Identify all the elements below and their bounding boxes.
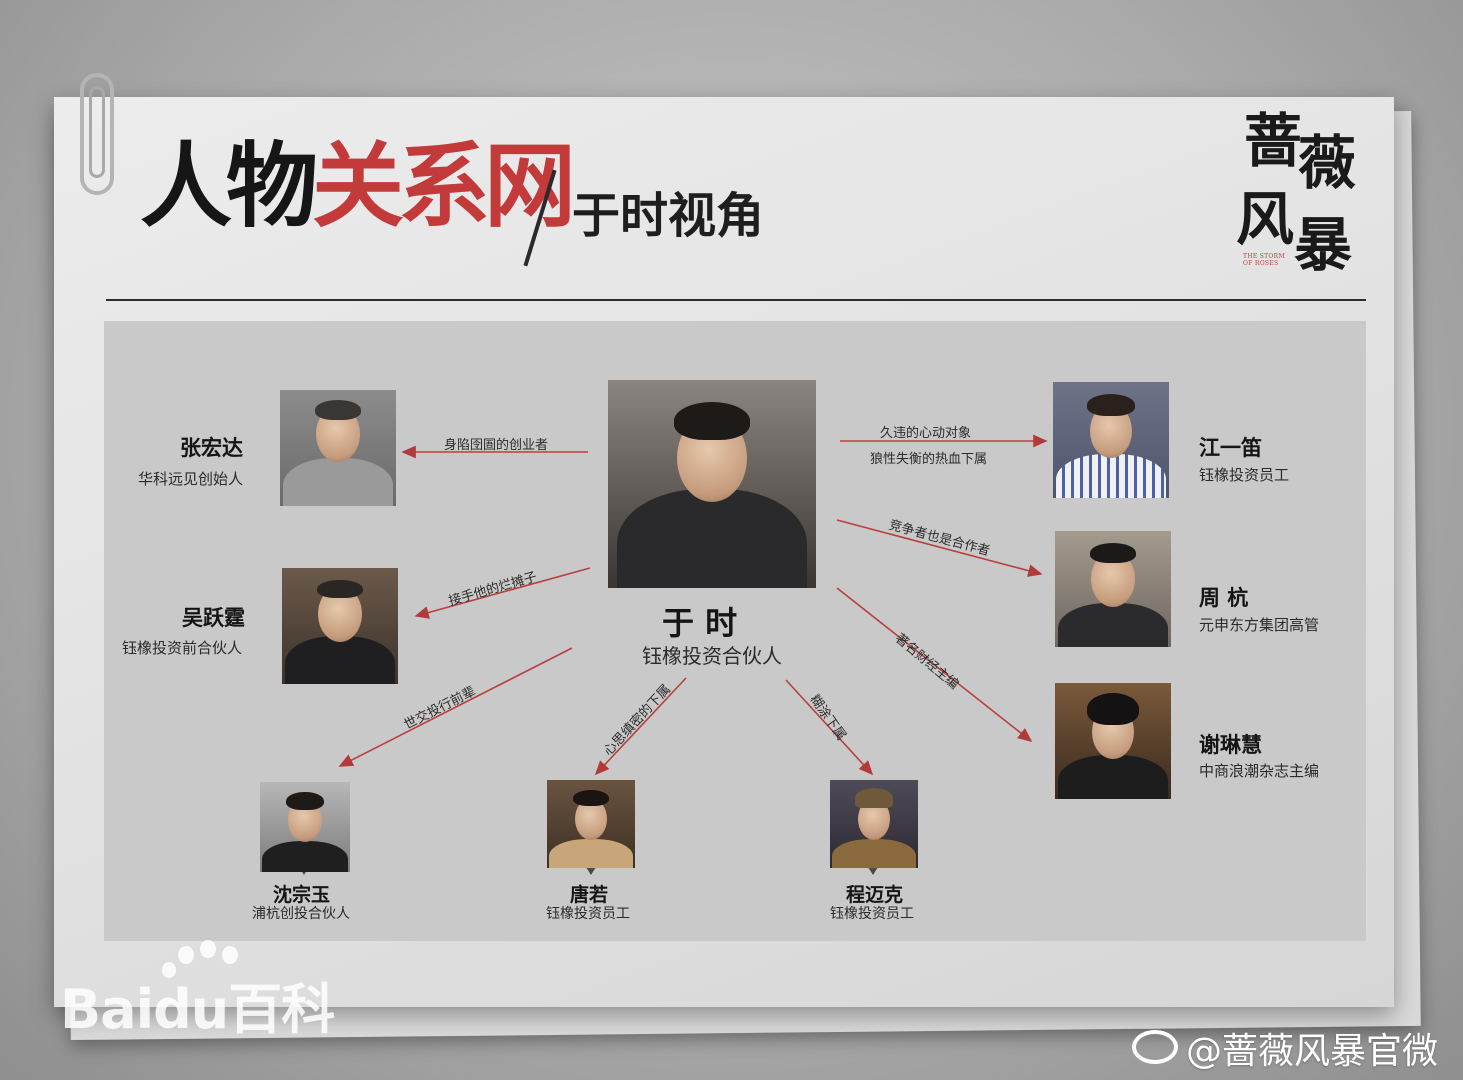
role-zhanghongda: 华科远见创始人 <box>138 468 243 489</box>
center-role: 钰橡投资合伙人 <box>642 640 782 669</box>
weibo-logo-icon <box>1132 1030 1178 1064</box>
relation-zhanghongda: 身陷囹圄的创业者 <box>444 434 548 453</box>
title-rule <box>106 299 1366 301</box>
avatar-yushi <box>608 380 816 588</box>
role-wuyueting: 钰橡投资前合伙人 <box>122 637 242 658</box>
logo-char-2: 薇 <box>1298 134 1356 192</box>
name-zhouhang: 周 杭 <box>1199 582 1248 612</box>
avatar-wuyueting <box>282 568 398 684</box>
show-logo: 蔷 薇 风 暴 THE STORM OF ROSES <box>1236 112 1356 282</box>
baidu-paw-icon <box>178 946 194 964</box>
avatar-jiangyidi <box>1053 382 1169 498</box>
avatar-shenzongyu <box>260 782 350 872</box>
avatar-tangruo <box>547 780 635 868</box>
logo-char-1: 蔷 <box>1244 112 1302 170</box>
role-tangruo: 钰橡投资员工 <box>546 903 630 923</box>
avatar-zhanghongda <box>280 390 396 506</box>
role-jiangyidi: 钰橡投资员工 <box>1199 464 1289 485</box>
logo-char-3: 风 <box>1236 190 1294 248</box>
name-zhanghongda: 张宏达 <box>180 432 243 462</box>
baidu-paw-toe-2 <box>200 940 216 958</box>
role-chengmaike: 钰橡投资员工 <box>830 903 914 923</box>
baidu-watermark: Baidu百科 <box>60 965 334 1044</box>
title-part-black: 人物 <box>140 132 312 240</box>
baidu-paw-toe-3 <box>222 946 238 964</box>
relation-jiangyidi: 久违的心动对象 <box>880 422 971 441</box>
name-xielinhui: 谢琳慧 <box>1199 729 1262 759</box>
role-zhouhang: 元申东方集团高管 <box>1199 614 1319 635</box>
name-jiangyidi: 江一笛 <box>1199 432 1262 462</box>
avatar-chengmaike <box>830 780 918 868</box>
avatar-zhouhang <box>1055 531 1171 647</box>
logo-english: THE STORM OF ROSES <box>1243 253 1289 267</box>
paper-clip-inner <box>89 86 105 178</box>
avatar-xielinhui <box>1055 683 1171 799</box>
role-xielinhui: 中商浪潮杂志主编 <box>1199 760 1319 781</box>
role-shenzongyu: 浦杭创投合伙人 <box>252 903 350 923</box>
page-title: 人物关系网 <box>140 140 570 232</box>
weibo-watermark: @蔷薇风暴官微 <box>1186 1022 1438 1074</box>
page-subtitle: 于时视角 <box>572 192 764 240</box>
logo-char-4: 暴 <box>1294 216 1352 274</box>
center-name: 于 时 <box>662 598 737 644</box>
title-part-red: 关系网 <box>312 132 570 240</box>
relation2-jiangyidi: 狼性失衡的热血下属 <box>870 448 987 467</box>
name-wuyueting: 吴跃霆 <box>182 602 245 632</box>
